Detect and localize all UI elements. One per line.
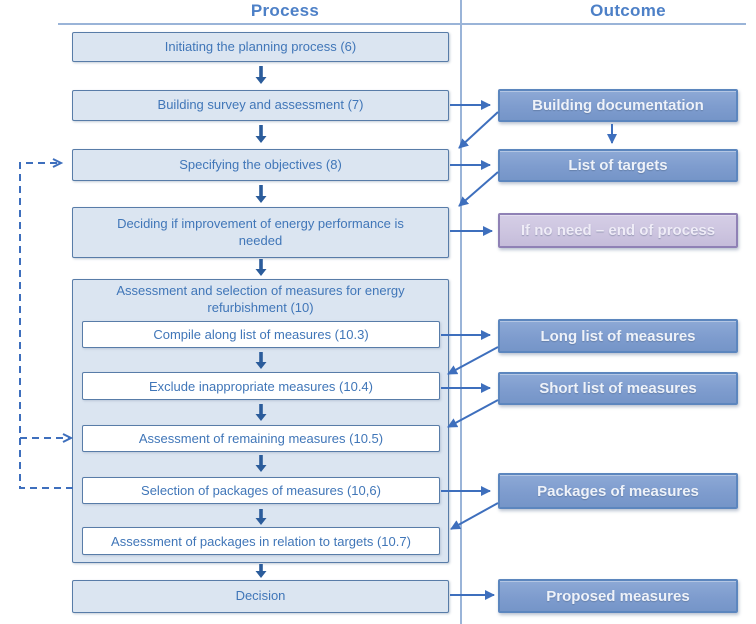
- outcome-end-of-process-box: If no need – end of process: [498, 213, 738, 248]
- measures-container-title: Assessment and selection of measures for…: [116, 283, 405, 315]
- outcome-proposed-measures-box: Proposed measures: [498, 579, 738, 613]
- arrow-documentation-to-objectives: [458, 111, 499, 149]
- arrow-shortlist-to-remaining: [447, 399, 499, 428]
- substep-remaining-box: Assessment of remaining measures (10.5): [82, 425, 440, 452]
- outcome-packages-box: Packages of measures: [498, 473, 738, 509]
- arrow-packages-to-assessment: [450, 502, 499, 530]
- outcome-column-title: Outcome: [590, 1, 666, 20]
- arrow-longlist-to-exclude: [447, 346, 499, 375]
- outcome-building-documentation-box: Building documentation: [498, 89, 738, 122]
- step-survey-box: Building survey and assessment (7): [72, 90, 449, 121]
- substep-packages-assessment-box: Assessment of packages in relation to ta…: [82, 527, 440, 555]
- header-underline: [58, 23, 746, 25]
- outcome-long-list-box: Long list of measures: [498, 319, 738, 353]
- arrow-targets-to-deciding: [458, 171, 499, 207]
- substep-exclude-box: Exclude inappropriate measures (10.4): [82, 372, 440, 400]
- outcome-to-process-arrows: [447, 111, 499, 530]
- down-arrow-icon: [255, 185, 267, 203]
- down-arrow-icon: [255, 66, 267, 84]
- substep-compile-box: Compile along list of measures (10.3): [82, 321, 440, 348]
- down-arrow-icon: [255, 125, 267, 143]
- feedback-selection-to-objectives: [19, 158, 73, 489]
- substep-selection-box: Selection of packages of measures (10,6): [82, 477, 440, 504]
- down-arrow-icon: [255, 564, 267, 578]
- process-column-title: Process: [250, 1, 320, 20]
- decision-box: Decision: [72, 580, 449, 613]
- column-divider: [460, 0, 462, 624]
- step-initiating-box: Initiating the planning process (6): [72, 32, 449, 62]
- measures-container-box: Assessment and selection of measures for…: [72, 279, 449, 563]
- feedback-loop: [19, 158, 74, 489]
- step-deciding-box: Deciding if improvement of energy perfor…: [72, 207, 449, 258]
- down-arrow-icon: [255, 259, 267, 276]
- outcome-list-of-targets-box: List of targets: [498, 149, 738, 182]
- step-objectives-box: Specifying the objectives (8): [72, 149, 449, 181]
- outcome-short-list-box: Short list of measures: [498, 372, 738, 405]
